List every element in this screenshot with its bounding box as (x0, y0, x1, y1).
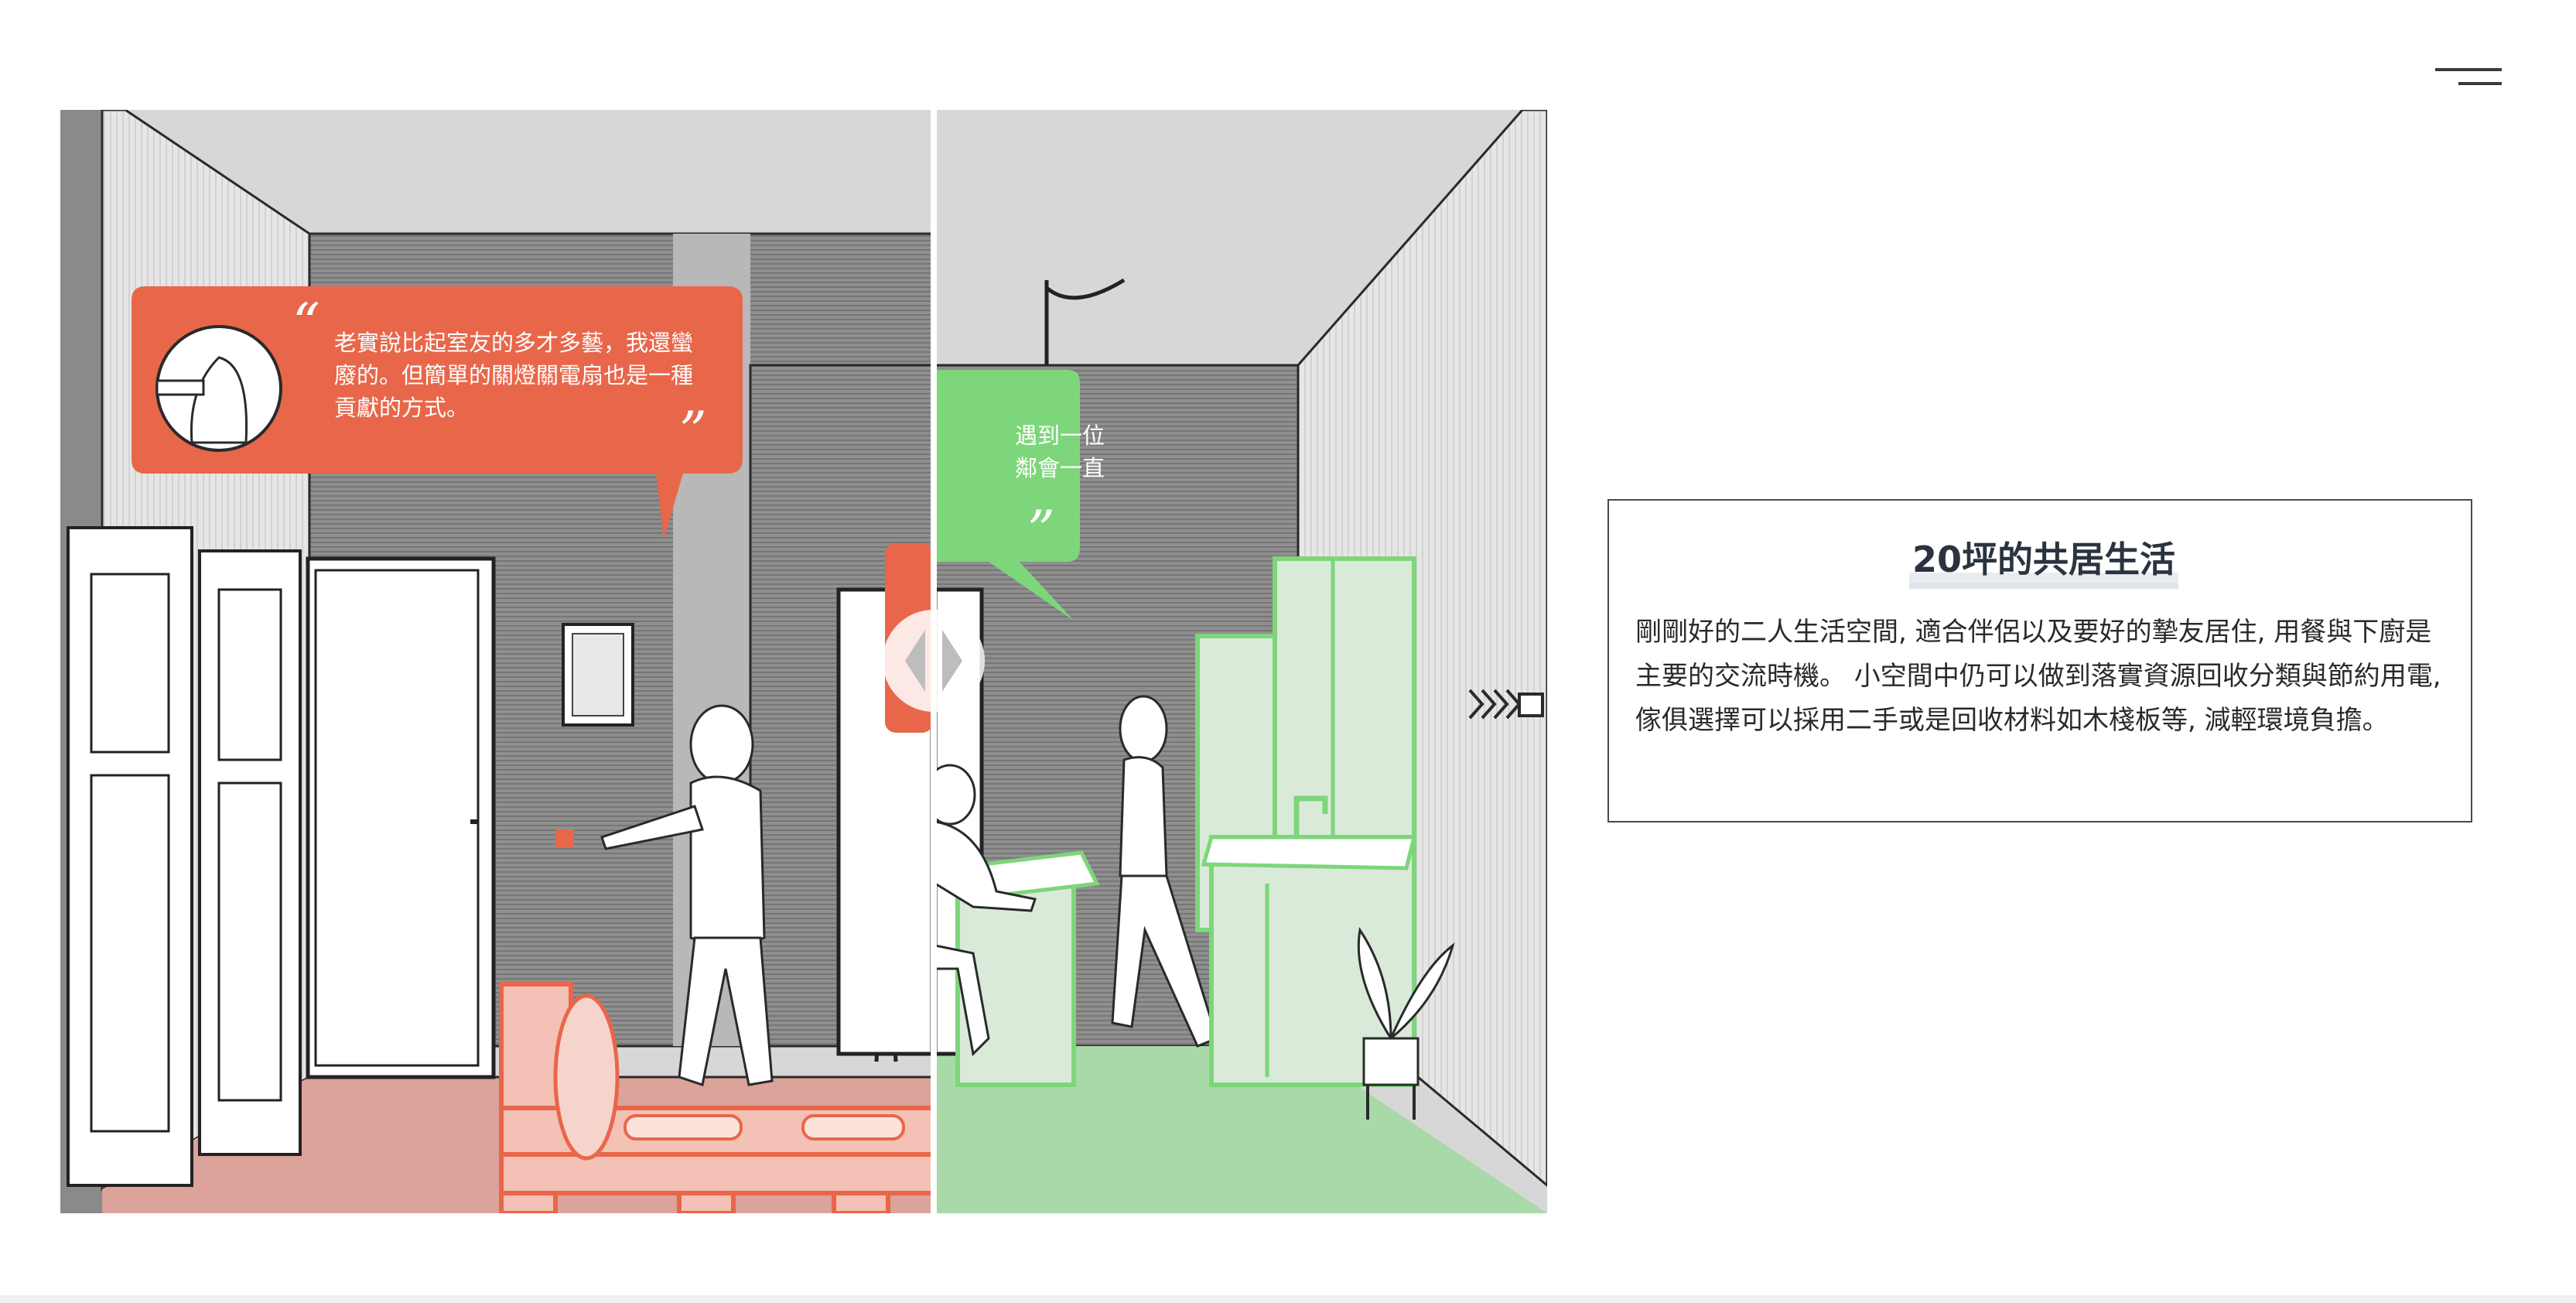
svg-text:“: “ (292, 292, 320, 355)
svg-text:”: ” (679, 400, 707, 463)
card-title: 20坪的共居生活 (1909, 532, 2179, 589)
svg-text:”: ” (1027, 499, 1055, 563)
right-room: ” (935, 110, 1547, 1213)
left-room: “ ” (60, 110, 932, 1213)
right-quote-text: 遇到一位 鄰會一直 (927, 419, 1105, 484)
hamburger-menu-icon[interactable] (2435, 65, 2502, 90)
room-illustration: “ ” (60, 110, 1547, 1213)
info-card: 20坪的共居生活 剛剛好的二人生活空間, 適合伴侶以及要好的摯友居住, 用餐與下… (1607, 499, 2472, 822)
menu-line-bottom (2458, 82, 2502, 85)
card-body: 剛剛好的二人生活空間, 適合伴侶以及要好的摯友居住, 用餐與下廚是主要的交流時機… (1635, 617, 2441, 736)
right-quote-line: 遇到一位 鄰會一直 (1014, 422, 1105, 481)
left-quote-text: 老實說比起室友的多才多藝，我還蠻廢的。但簡單的關燈關電扇也是一種貢獻的方式。 (334, 330, 694, 421)
menu-line-top (2435, 68, 2502, 71)
page-bottom-strip (0, 1295, 2576, 1303)
room-comparison-slider[interactable]: “ ” (60, 110, 1547, 1213)
compare-slider-handle-icon[interactable] (883, 610, 985, 712)
